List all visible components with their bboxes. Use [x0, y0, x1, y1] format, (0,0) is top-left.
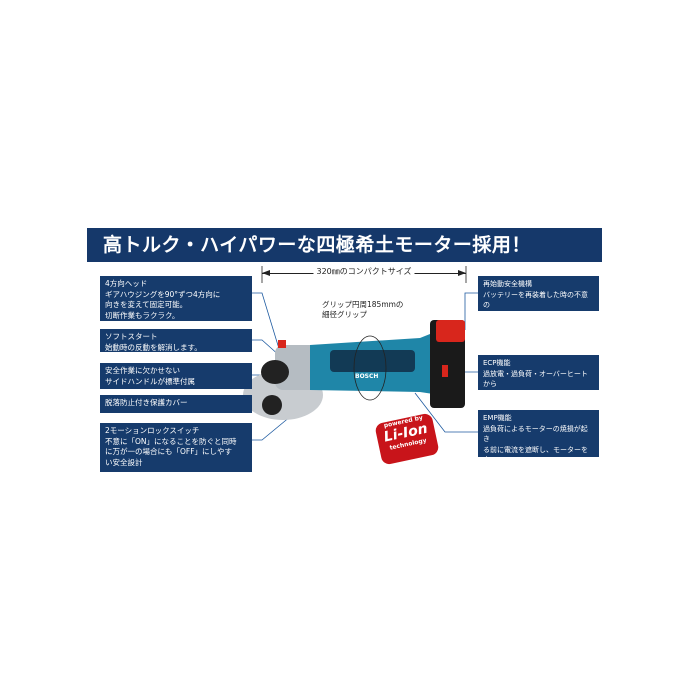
grip	[330, 350, 415, 372]
feature-emp: EMP機能 過負荷によるモーターの焼損が起き る前に電流を遮断し、モーターを守 …	[478, 410, 599, 475]
feature-guard-cover: 脱落防止付き保護カバー	[100, 395, 252, 413]
dimension-label: 320㎜のコンパクトサイズ	[313, 266, 415, 277]
grip-note: グリップ円周185mmの 細径グリップ	[322, 300, 404, 319]
feature-4way-head: 4方向ヘッド ギアハウジングを90°ずつ4方向に 向きを変えて固定可能。 切断作…	[100, 276, 252, 321]
brand-logo: BOSCH	[355, 373, 378, 380]
side-handle	[261, 360, 289, 384]
feature-ecp: ECP機能 過放電・過負荷・オーバーヒートから バッテリーを守ります。	[478, 355, 599, 399]
headline-banner: 高トルク・ハイパワーな四極希土モーター採用！	[87, 228, 602, 262]
dimension-indicator: 320㎜のコンパクトサイズ	[262, 266, 466, 280]
feature-lock-switch: 2モーションロックスイッチ 不意に「ON」になることを防ぐと同時 に万が一の場合…	[100, 423, 252, 472]
feature-restart-protection: 再始動安全機構 バッテリーを再装着した時の不意の 始動を防ぎます。	[478, 276, 599, 320]
feature-side-handle: 安全作業に欠かせない サイドハンドルが標準付属	[100, 363, 252, 389]
feature-soft-start: ソフトスタート 始動時の反動を解消します。	[100, 329, 252, 352]
